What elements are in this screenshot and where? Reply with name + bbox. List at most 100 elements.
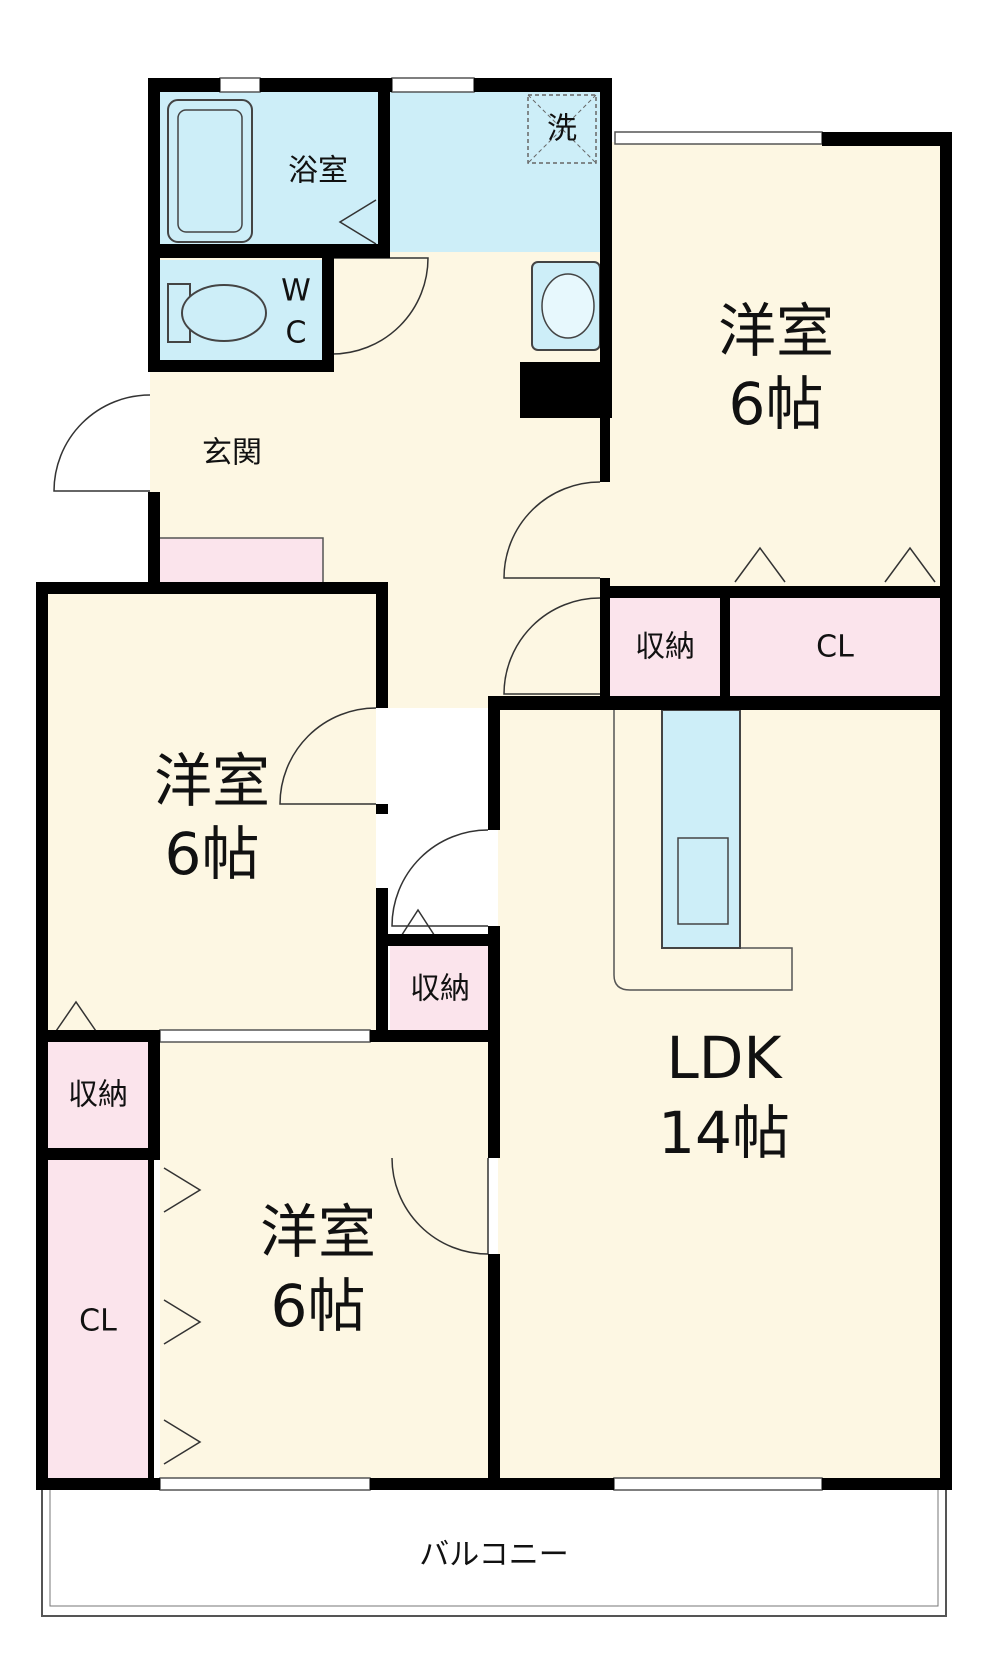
closet-sw-mark-3 <box>163 1419 202 1465</box>
closet-sw-floor <box>48 1158 148 1478</box>
storage-ne-label: 収納 <box>635 630 695 665</box>
washer-x1 <box>527 94 597 164</box>
wc-label-w: W <box>281 274 311 309</box>
bath-door-mark <box>338 199 377 245</box>
wc-label-c: C <box>286 316 307 351</box>
storage-mid-label: 収納 <box>410 972 470 1007</box>
storage-w-floor <box>48 1042 148 1148</box>
wall-w-right-2 <box>376 804 388 814</box>
wall-wash-right <box>600 78 612 418</box>
wall-w-right-3 <box>376 888 388 1038</box>
storage-ne-floor <box>610 598 720 696</box>
balcony-outline <box>41 1487 947 1617</box>
wc-door-swing <box>331 257 429 355</box>
western-w-door-swing <box>279 707 377 805</box>
ldk-name: LDK <box>666 1024 783 1092</box>
closet-sw-mark-2 <box>163 1299 202 1345</box>
western-ne-name: 洋室 <box>718 297 834 365</box>
wall-ne-left <box>600 418 610 482</box>
toilet <box>167 283 267 343</box>
wall-wc-right <box>322 258 334 372</box>
western-sw-name: 洋室 <box>260 1198 376 1266</box>
storage-w-mark <box>53 1000 99 1035</box>
closet-sw-label: CL <box>79 1304 117 1339</box>
washroom-floor <box>390 92 604 252</box>
closet-ne-mark-2 <box>884 546 936 583</box>
bath-label: 浴室 <box>288 154 348 189</box>
storage-mid-mark <box>395 908 441 945</box>
washer-x2 <box>527 94 597 164</box>
pipe-space <box>520 362 600 418</box>
western-w-floor <box>48 592 376 1034</box>
storage-w-label: 収納 <box>68 1078 128 1113</box>
wall-closet-sw-right <box>148 1158 154 1478</box>
window-w-room <box>159 1029 371 1043</box>
entrance-label: 玄関 <box>202 436 262 471</box>
wall-bath-wash <box>378 92 390 252</box>
wall-storage-mid-top <box>376 934 500 946</box>
wash-basin-bowl <box>541 273 595 339</box>
wall-top-mid <box>260 78 392 92</box>
shoe-cabinet <box>157 537 324 584</box>
bathtub <box>167 99 253 243</box>
window-ne <box>614 131 823 145</box>
door-swings <box>53 199 936 1465</box>
wall-storage-w-right <box>148 1030 160 1158</box>
wall-top-left <box>148 78 220 92</box>
western-sw-floor <box>160 1042 488 1478</box>
window-washroom <box>391 77 475 93</box>
fixtures <box>167 94 793 991</box>
western-sw-door-swing <box>391 1157 489 1255</box>
western-sw-size: 6帖 <box>271 1272 366 1340</box>
window-ldk <box>613 1477 823 1491</box>
western-ne-door-swing <box>503 481 601 579</box>
wall-w-bottom-right <box>370 1030 500 1042</box>
wall-bottom-left <box>36 1478 160 1490</box>
wall-ne-bottom <box>600 586 952 598</box>
wall-left-entry <box>148 492 160 594</box>
kitchen-counter <box>613 709 793 991</box>
washer-label: 洗 <box>547 112 577 147</box>
wall-bottom-mid <box>370 1478 614 1490</box>
western-w-name: 洋室 <box>154 747 270 815</box>
wall-right <box>940 132 952 1490</box>
storage-mid-floor <box>390 946 488 1032</box>
wall-left-wet <box>148 78 160 370</box>
wall-storage-ne-divider <box>720 586 730 698</box>
wall-ldk-left-3 <box>488 1254 500 1490</box>
hall-door-swing <box>503 597 601 695</box>
entrance-floor <box>158 370 323 538</box>
labels: 浴室 洗 W C 玄関 洋室 6帖 収納 CL 洋室 6帖 収納 収納 LDK … <box>68 112 854 1573</box>
sink-basin <box>677 837 729 925</box>
washer-pan <box>527 94 597 164</box>
windows <box>159 77 823 1491</box>
window-sw <box>159 1477 371 1491</box>
wall-ldk-top <box>488 696 952 710</box>
wall-w-top <box>36 582 388 594</box>
wall-wc-bottom <box>148 360 334 372</box>
closet-sw-mark-1 <box>163 1167 202 1213</box>
closet-ne-mark-1 <box>734 546 786 583</box>
ldk-door-swing <box>391 829 489 927</box>
wall-bath-bottom <box>148 244 390 258</box>
western-ne-size: 6帖 <box>729 370 824 438</box>
toilet-bowl <box>181 284 267 342</box>
wall-w-right <box>376 582 388 708</box>
wall-ne-top <box>822 132 952 146</box>
western-w-size: 6帖 <box>165 820 260 888</box>
balcony-label: バルコニー <box>419 1538 568 1573</box>
walls <box>36 78 952 1490</box>
wall-storage-ne-left <box>600 586 610 698</box>
balcony <box>41 1487 947 1617</box>
ldk-size: 14帖 <box>658 1099 790 1167</box>
wall-bottom-right <box>822 1478 952 1490</box>
window-bath <box>219 77 261 93</box>
wall-storage-w-bottom <box>36 1148 160 1160</box>
wall-top-right <box>474 78 612 92</box>
western-ne-floor <box>610 142 942 590</box>
wall-w-bottom-left <box>36 1030 160 1042</box>
wall-ldk-left-1 <box>488 696 500 830</box>
closet-ne-label: CL <box>816 630 854 665</box>
front-door-swing <box>53 394 151 492</box>
